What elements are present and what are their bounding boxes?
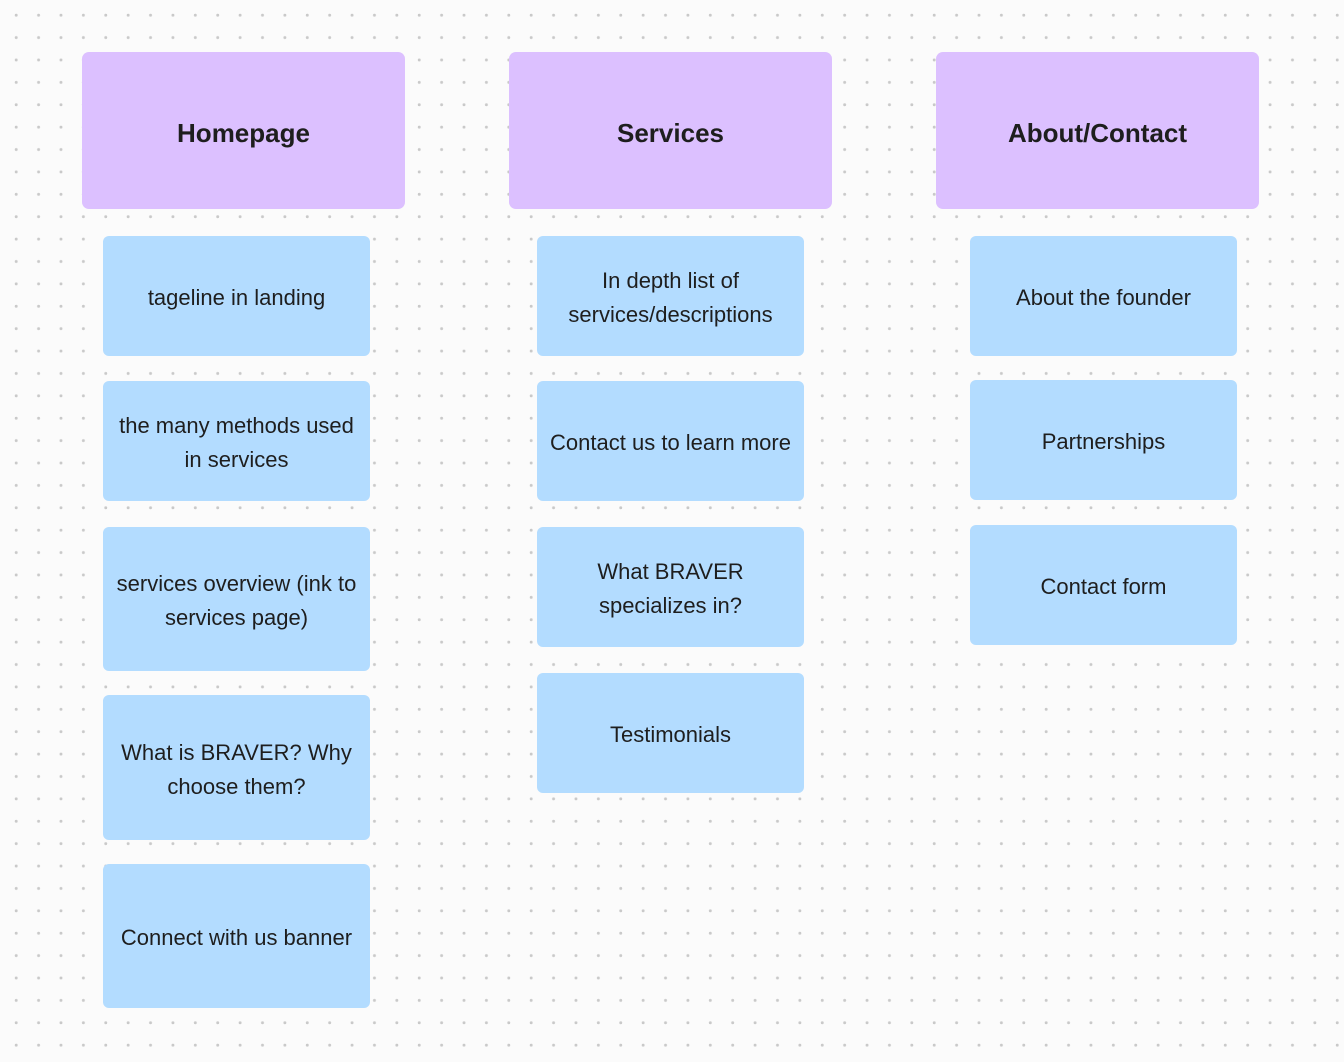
- sticky-note-homepage-methods[interactable]: the many methods used in services: [103, 381, 370, 501]
- sticky-note-services-list[interactable]: In depth list of services/descriptions: [537, 236, 804, 356]
- sticky-note-homepage-connect-banner[interactable]: Connect with us banner: [103, 864, 370, 1008]
- sticky-note-about-contact-form[interactable]: Contact form: [970, 525, 1237, 645]
- sticky-note-homepage-what-is-braver[interactable]: What is BRAVER? Why choose them?: [103, 695, 370, 840]
- sticky-note-homepage-services-overview[interactable]: services overview (ink to services page): [103, 527, 370, 671]
- sticky-note-services-specializes[interactable]: What BRAVER specializes in?: [537, 527, 804, 647]
- sticky-note-services-testimonials[interactable]: Testimonials: [537, 673, 804, 793]
- sticky-note-about-partnerships[interactable]: Partnerships: [970, 380, 1237, 500]
- sticky-note-services-contact[interactable]: Contact us to learn more: [537, 381, 804, 501]
- sticky-note-about-founder[interactable]: About the founder: [970, 236, 1237, 356]
- column-header-about-contact[interactable]: About/Contact: [936, 52, 1259, 209]
- sticky-note-homepage-tagline[interactable]: tageline in landing: [103, 236, 370, 356]
- column-header-homepage[interactable]: Homepage: [82, 52, 405, 209]
- column-header-services[interactable]: Services: [509, 52, 832, 209]
